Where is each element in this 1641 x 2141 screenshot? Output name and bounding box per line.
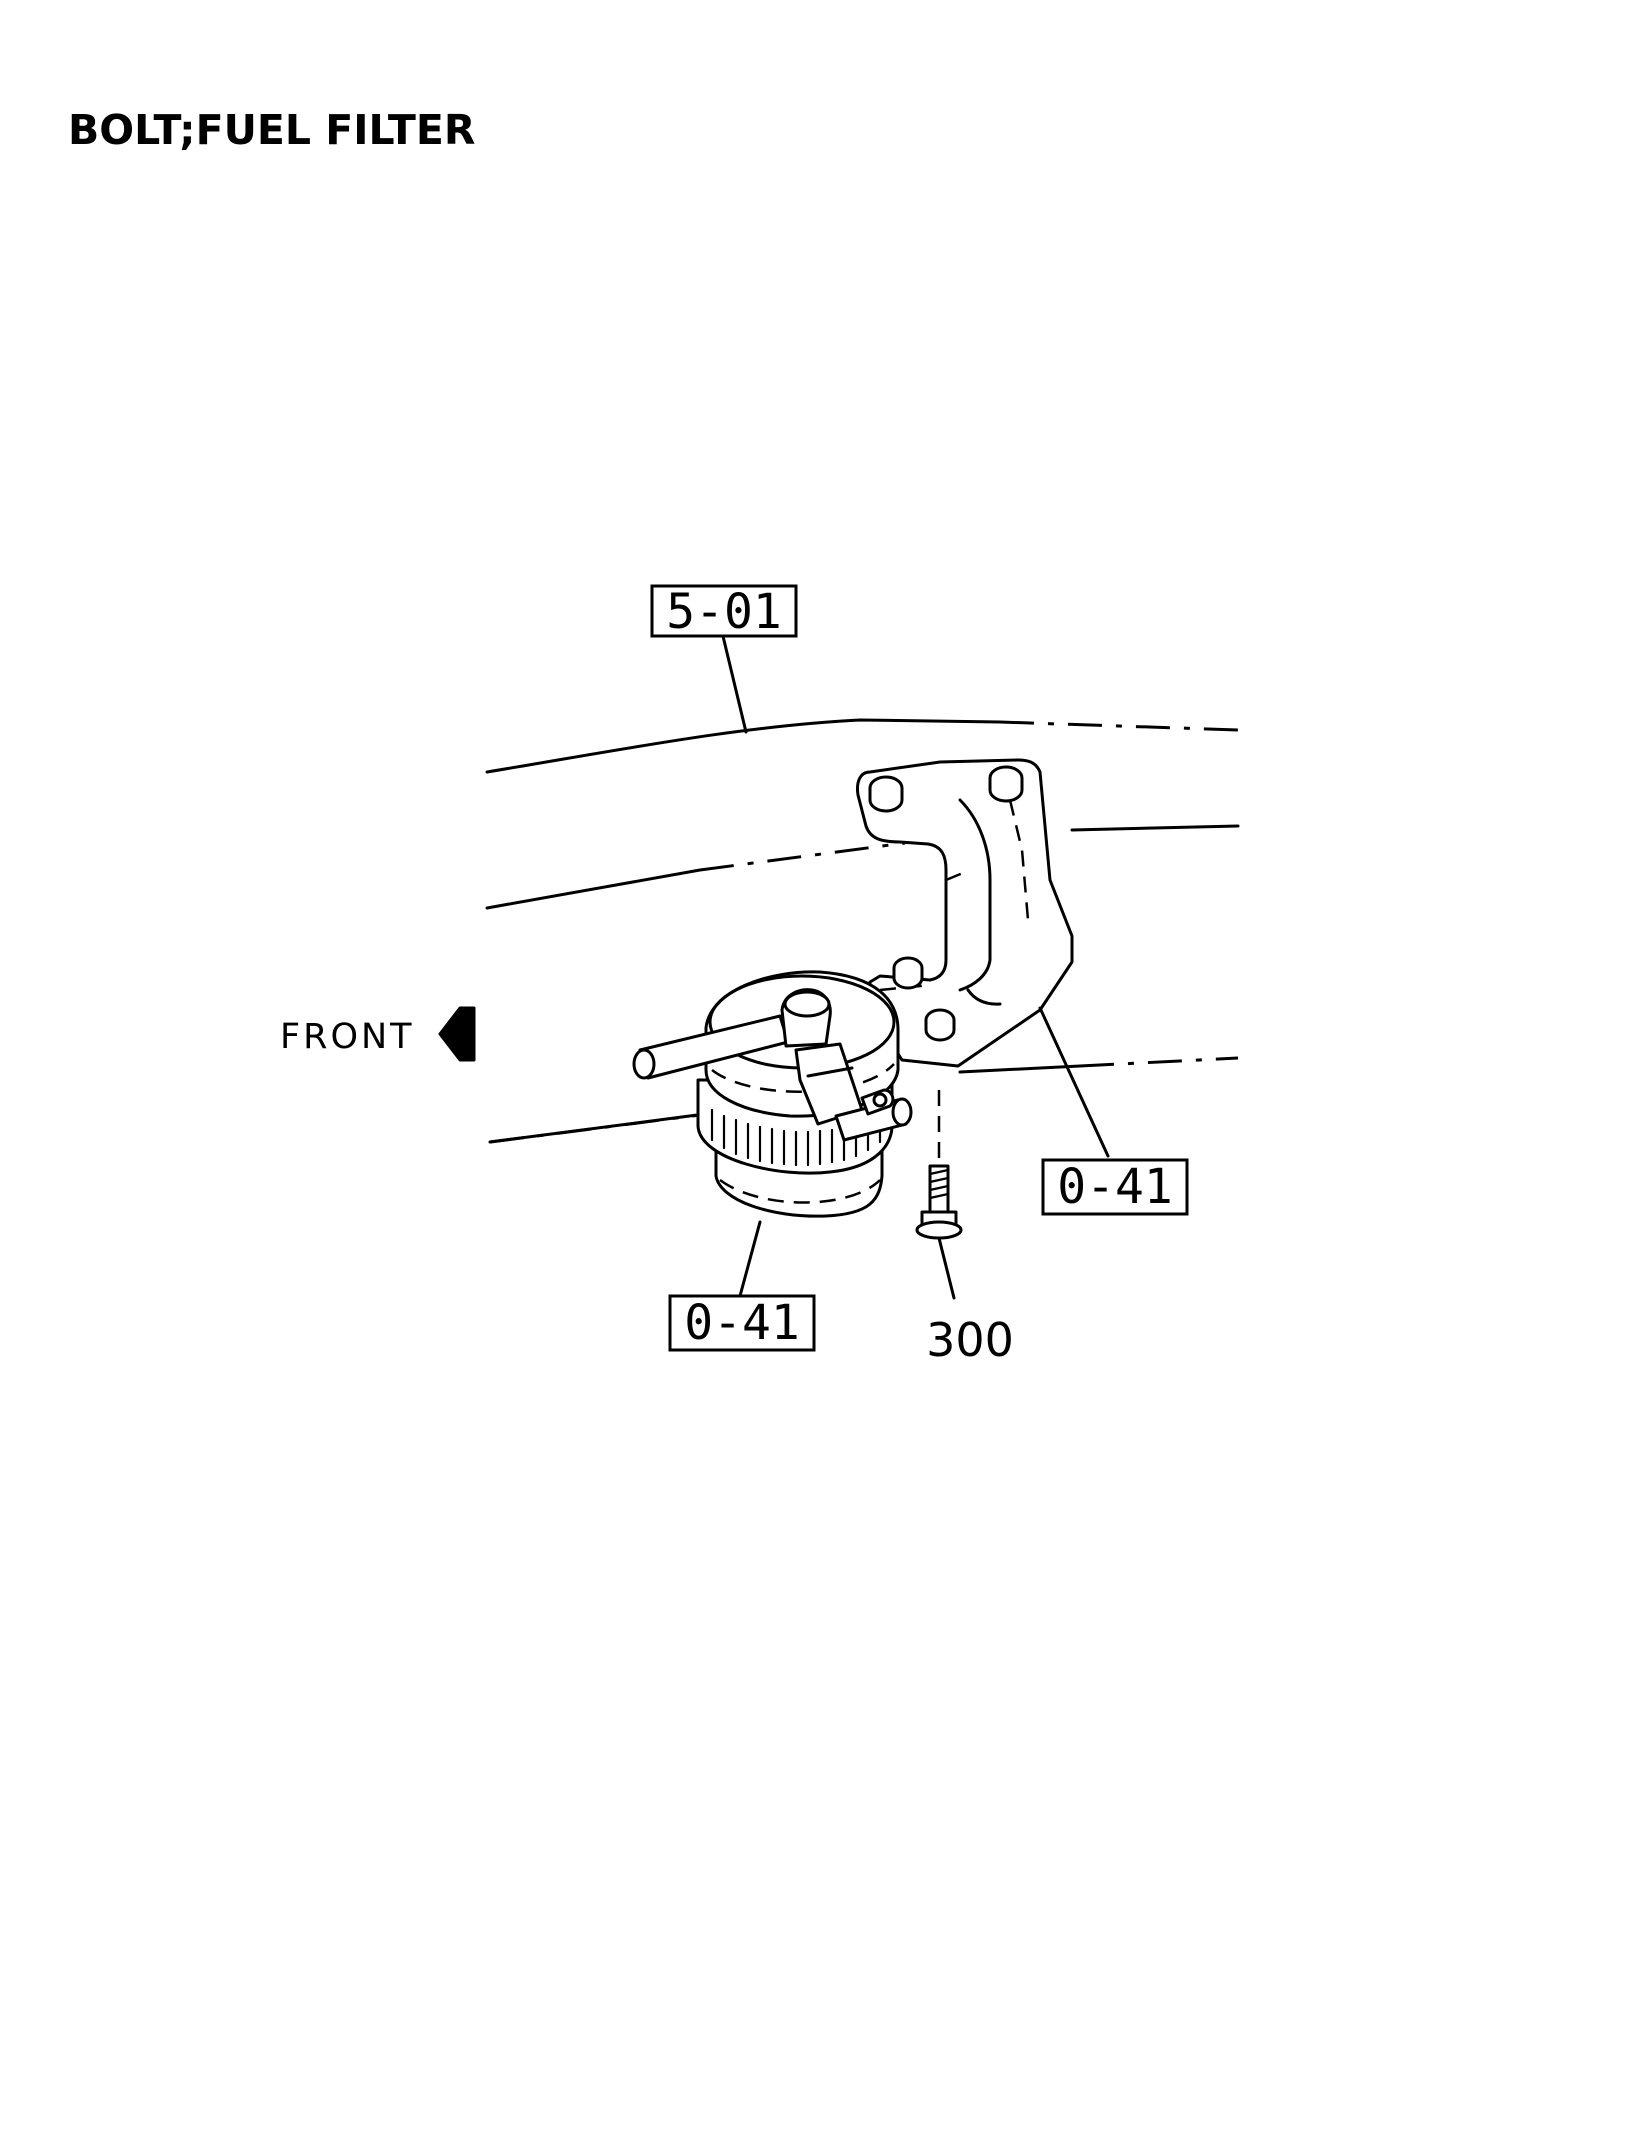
ref-box-0-41-filter: 0-41: [668, 1294, 816, 1352]
front-label: FRONT: [280, 1017, 415, 1057]
ref-label: 5-01: [666, 584, 782, 640]
part-number-300: 300: [926, 1313, 1014, 1367]
front-arrow-icon: [438, 1006, 476, 1062]
ref-label: 0-41: [684, 1295, 800, 1351]
ref-box-0-41-bracket: 0-41: [1041, 1158, 1189, 1216]
ref-label: 0-41: [1057, 1159, 1173, 1215]
fuel-filter-assembly: [632, 970, 913, 1218]
page-title: BOLT;FUEL FILTER: [68, 106, 476, 154]
frame-rail: [485, 718, 1240, 1144]
leader-lines: [720, 630, 1110, 1300]
ref-box-5-01: 5-01: [650, 584, 798, 640]
bolt-300-icon: [915, 1090, 963, 1240]
fuel-filter-bracket: [856, 758, 1074, 1068]
